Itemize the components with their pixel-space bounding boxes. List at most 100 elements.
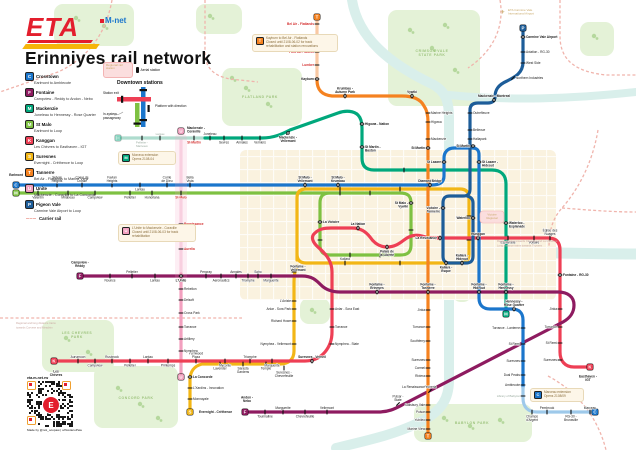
legend-line-name: Suresnes	[36, 153, 56, 159]
svg-text:S: S	[189, 410, 192, 415]
station-tick	[520, 343, 526, 345]
station-label: Esplanade	[500, 241, 515, 245]
station-tick	[520, 327, 526, 329]
terminus-badge-fontaine: F	[76, 272, 84, 280]
station-label: Pelletier	[126, 270, 138, 274]
qr-url: eta.m-net.rw	[27, 376, 49, 380]
station-label: Torrance	[545, 325, 558, 329]
station-label: Cross Park	[184, 311, 200, 315]
station-tick	[520, 374, 526, 376]
station-tick	[467, 138, 473, 140]
station-label: St Lazare -Hideout	[482, 160, 498, 167]
station-tick	[317, 239, 323, 241]
svg-text:C: C	[593, 410, 597, 415]
line-tannerre	[315, 78, 430, 434]
terminus-badge-mackenzie: M	[114, 134, 122, 142]
legend-line-name: Pigeon Vale	[36, 201, 61, 207]
station-tick	[314, 23, 320, 25]
legend-line-badge: S	[25, 151, 34, 161]
station-tick	[265, 361, 267, 367]
line-crosstown-extension	[521, 386, 596, 414]
station-tick	[94, 190, 96, 196]
station-label: Suresnes	[507, 359, 521, 363]
station-label: Mackenzie	[431, 137, 446, 141]
station-tick	[425, 340, 431, 342]
station-label: Lantau	[150, 279, 160, 283]
station-tick	[399, 260, 401, 266]
svg-text:K: K	[52, 359, 56, 364]
station-label: Pont du Phoenix	[289, 50, 314, 54]
station-tick	[291, 308, 297, 310]
legend-line-route: Mackenzie - Coraville to La Concorde	[34, 193, 96, 198]
station-label: Higowa - Nation	[365, 122, 389, 126]
station-label: L'Aniste	[280, 299, 291, 303]
station-tick	[77, 358, 79, 364]
station-label: Jinka	[418, 308, 426, 312]
station-label: Runggan	[471, 232, 485, 236]
station-label: Lavender	[213, 367, 227, 371]
station-label: Pencray	[200, 270, 212, 274]
station-label: Honoriana	[145, 196, 160, 200]
station-tick	[344, 260, 346, 266]
station-tick	[131, 273, 133, 279]
station-label: La Concorde	[193, 375, 213, 379]
station-label: Sevres	[219, 141, 229, 145]
legend-line-route: Earlmont to Amblecote	[34, 81, 72, 86]
station-tick	[425, 386, 431, 388]
station-label: Riviera	[415, 374, 425, 378]
legend-line-badge: M	[25, 103, 34, 113]
terminus-badge-crosstown: C	[12, 181, 20, 189]
station-label: Pelletier	[124, 364, 136, 368]
station-label: Juneleau	[204, 132, 217, 136]
station-tick	[209, 135, 211, 141]
carrier-rail-label: Regional and long distance trains	[16, 321, 56, 325]
station-label: Lantau	[156, 132, 165, 136]
station-label: L'Xardins - Innovation	[193, 386, 224, 390]
station-label: RG-30 -Brunaville	[564, 415, 578, 422]
regional-station-key: Regional rail station	[103, 62, 133, 78]
station-tick	[224, 358, 226, 364]
station-tick	[339, 186, 341, 192]
legend-line-route: Bel Air - Flatlands to Marine View	[34, 177, 89, 182]
park-label: CONCORD PARK	[118, 396, 153, 400]
legend-line-name: Fontaine	[36, 89, 55, 95]
station-label: Pulsar -State	[393, 395, 404, 402]
svg-text:T: T	[427, 434, 430, 439]
station-label: La Nation	[351, 222, 366, 226]
station-tick	[520, 395, 526, 397]
station-tick	[339, 190, 341, 196]
station-label: La Victoire	[323, 220, 339, 224]
line-kanggan	[54, 226, 590, 369]
station-tick	[223, 135, 225, 141]
station-label: Marguerite	[264, 364, 279, 368]
station-tick	[557, 342, 563, 344]
station-label: L'Unite	[176, 279, 187, 283]
legend-line-badge: U	[25, 183, 34, 193]
station-label: Nymphea - Vellemont	[261, 342, 292, 346]
svg-text:F: F	[79, 274, 82, 279]
station-tick	[129, 358, 131, 364]
station-label: Torrance	[335, 325, 348, 329]
terminus-badge-suresnes: S	[186, 408, 194, 416]
passageway-label: In-system passageway	[103, 112, 121, 120]
legend-line-route: Juneleau to Hennessy - Rose Quarter	[34, 113, 96, 118]
station-label: Anlar - Sora Park	[267, 307, 292, 311]
station-label: Artillery	[184, 337, 195, 341]
station-label: Bel Air - Flatlands	[287, 22, 314, 26]
station-label: St Remi	[546, 341, 558, 345]
station-label: Krumbau -Autumn Park	[335, 87, 355, 94]
park-label: FLATLAND PARK	[242, 95, 278, 99]
station-tick	[178, 299, 184, 301]
station-label: Annales	[236, 141, 248, 145]
station-label: St Malo -Vywiki	[395, 201, 408, 208]
line-mackenzie	[203, 109, 508, 312]
